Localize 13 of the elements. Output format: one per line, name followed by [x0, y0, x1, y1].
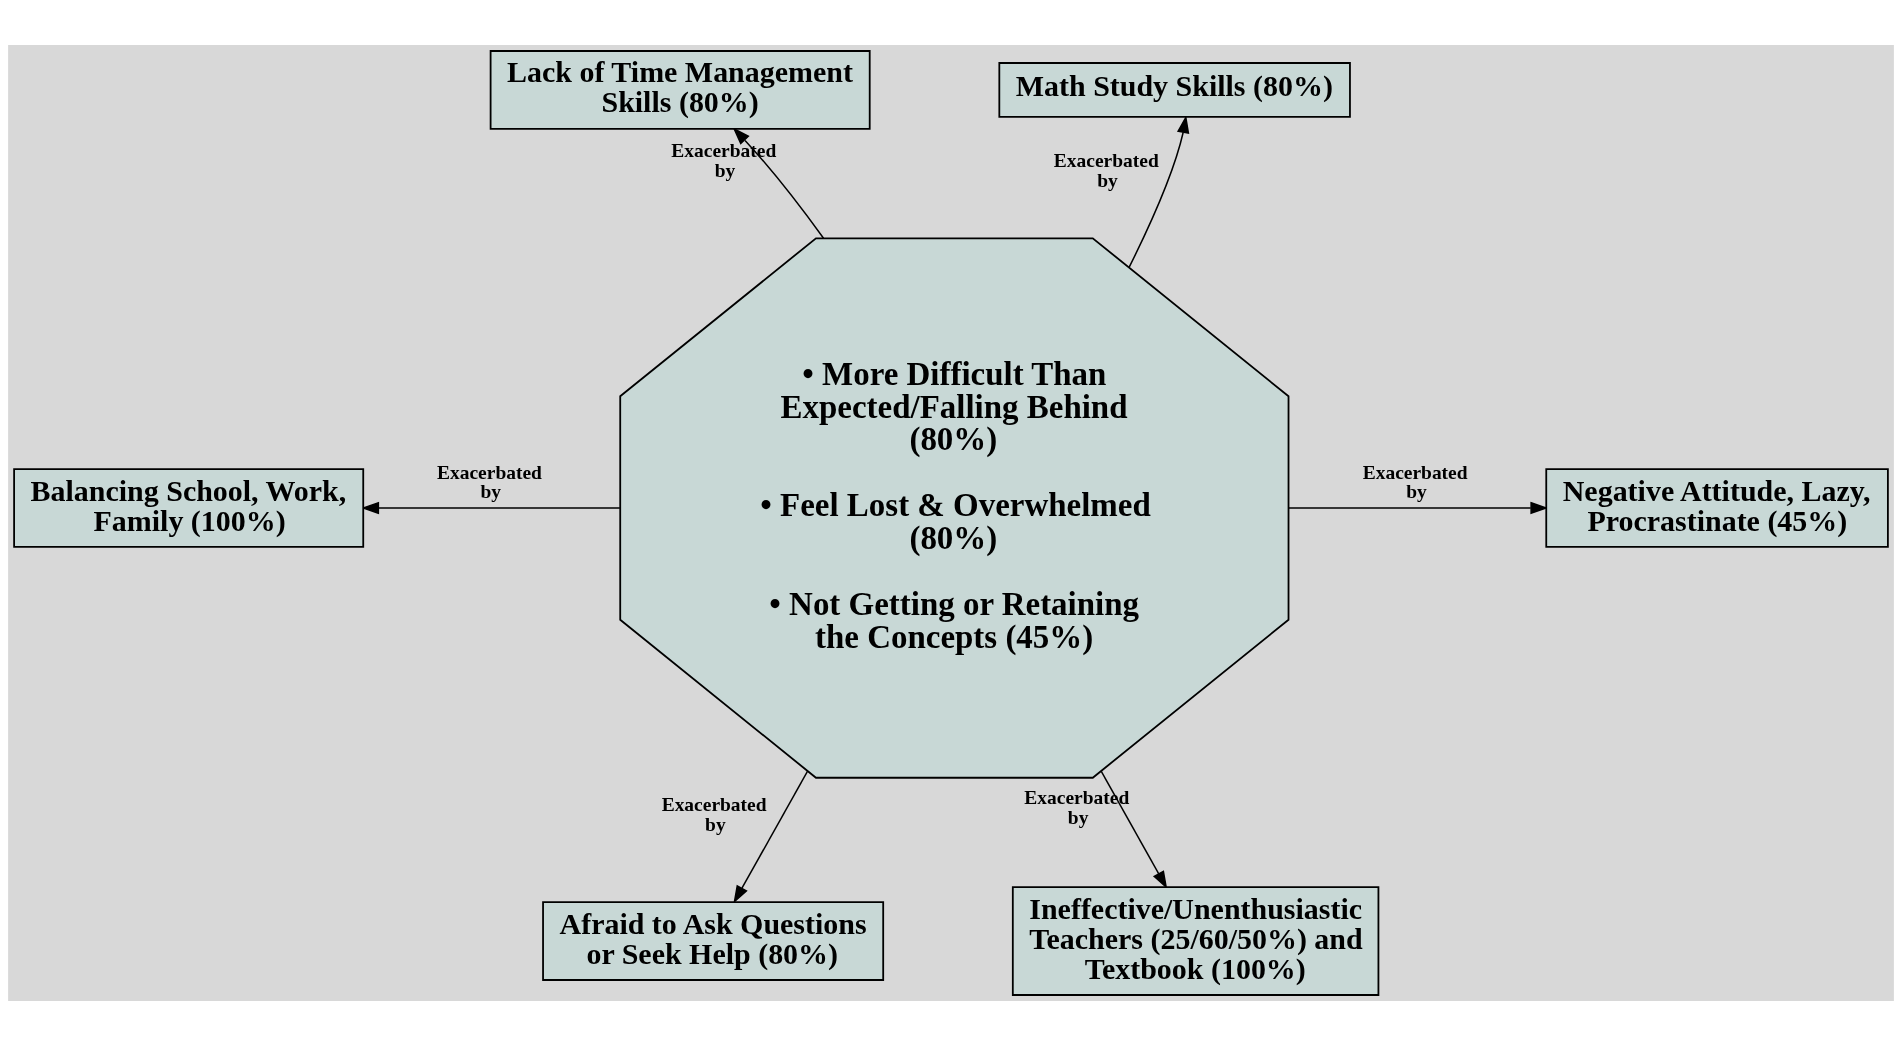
node-box: Lack of Time Management Skills (80%) — [489, 49, 871, 130]
node-box: Ineffective/Unenthusiastic Teachers (25/60/50%) and Textbook (100%) — [1011, 885, 1380, 996]
node-box: Math Study Skills (80%) — [998, 61, 1351, 118]
arrow — [361, 501, 621, 514]
arrow — [733, 770, 809, 903]
node-box: Negative Attitude, Lazy, Procrastinate (45%) — [1545, 467, 1889, 548]
node-box: Afraid to Ask Questions or Seek Help (80%) — [542, 900, 885, 981]
edge-label: Exacerbated by — [1053, 149, 1159, 191]
edge-label: Exacerbated by — [437, 461, 542, 502]
node-box: Balancing School, Work, Family (100%) — [13, 467, 365, 548]
edge-label: Exacerbated by — [1362, 461, 1468, 502]
arrow — [1100, 770, 1168, 889]
edge-label: Exacerbated by — [661, 793, 767, 835]
